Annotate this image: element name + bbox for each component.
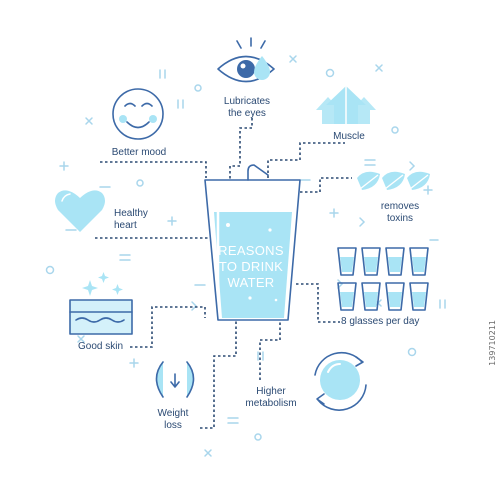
label-metabolism: Higher metabolism	[238, 386, 304, 410]
eye-icon	[217, 37, 275, 83]
connector-skin	[130, 306, 206, 348]
label-skin: Good skin	[78, 341, 124, 352]
label-eyes-line-1: Lubricates	[223, 96, 271, 107]
connector-lines	[95, 118, 352, 429]
weight-loss-icon	[155, 361, 195, 398]
label-heart: Healthy heart	[114, 208, 148, 232]
label-eyes-line-2: the eyes	[228, 108, 266, 119]
connector-metabolism	[259, 320, 281, 380]
glasses-grid-icon	[337, 247, 429, 311]
label-metabolism-line-2: metabolism	[245, 398, 297, 409]
center-title: REASONS TO DRINK WATER	[206, 243, 296, 291]
label-toxins: removes toxins	[372, 201, 428, 225]
label-toxins-line-1: removes	[380, 201, 420, 212]
connector-mood	[100, 161, 207, 178]
leaves-icon	[357, 171, 430, 190]
connector-eyes	[229, 118, 253, 180]
stock-id-watermark: 139710211	[488, 320, 497, 366]
label-heart-line-2: heart	[114, 220, 137, 231]
water-glass	[204, 164, 301, 321]
label-weight: Weight loss	[150, 408, 196, 432]
muscle-arrows-icon	[316, 86, 376, 124]
connector-glasses	[296, 283, 340, 323]
label-eyes: Lubricates the eyes	[214, 96, 280, 120]
label-metabolism-line-1: Higher	[256, 386, 286, 397]
label-toxins-line-2: toxins	[386, 213, 414, 224]
center-title-line-1: REASONS	[218, 243, 284, 258]
label-weight-line-1: Weight	[157, 408, 189, 419]
label-glasses: 8 glasses per day	[341, 316, 420, 327]
connector-toxins	[300, 177, 352, 193]
label-muscle: Muscle	[333, 131, 365, 142]
skin-icon	[69, 272, 133, 335]
smiley-icon	[112, 88, 164, 140]
center-title-line-2: TO DRINK	[218, 259, 284, 274]
connector-weight	[200, 320, 237, 429]
connector-muscle	[267, 142, 345, 178]
center-title-line-3: WATER	[227, 275, 275, 290]
label-weight-line-2: loss	[164, 420, 182, 431]
metabolism-cycle-icon	[314, 351, 367, 411]
heart-icon	[55, 190, 105, 232]
label-mood: Better mood	[111, 147, 167, 158]
label-heart-line-1: Healthy	[114, 208, 148, 219]
